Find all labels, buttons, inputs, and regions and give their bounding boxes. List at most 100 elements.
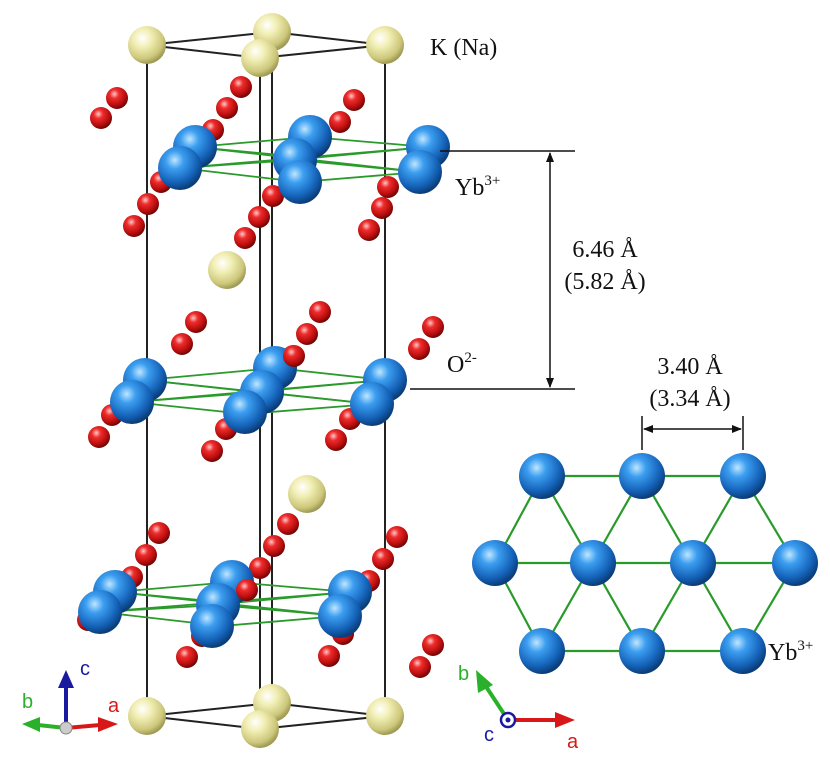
interlayer-distance-value: 6.46 Å [572,237,638,263]
oxygen-atom [201,440,223,462]
oxygen-atom [318,645,340,667]
axis-b-label: b [458,663,469,685]
oxygen-atom [329,111,351,133]
interlayer-distance-alt-value: (5.82 Å) [564,269,645,295]
oxygen-atom [234,227,256,249]
yb-atoms-bottom-layer [78,560,372,648]
oxygen-atom [325,429,347,451]
label-yb-main: Yb3+ [455,173,500,201]
yb-atoms-middle-layer [110,346,407,434]
yb-atom [772,540,818,586]
oxygen-atom [422,316,444,338]
yb-atoms-top-layer [158,115,450,204]
oxygen-atom [88,426,110,448]
axis-c-label: c [484,724,494,746]
oxygen-atom [123,215,145,237]
label-k-na: K (Na) [430,35,497,61]
yb-atom [398,150,442,194]
label-oxygen: O2- [447,350,477,378]
yb-atom [190,604,234,648]
alkali-atom [366,697,404,735]
yb-atom [720,628,766,674]
axis-a-arrowhead [555,712,575,728]
yb-atom [223,390,267,434]
oxygen-atom [386,526,408,548]
oxygen-atom [171,333,193,355]
oxygen-atom [408,338,430,360]
triangular-lattice-inset: 3.40 Å (3.34 Å) [472,354,818,674]
oxygen-atom [371,197,393,219]
axis-c-dot [505,717,511,723]
oxygen-atom [230,76,252,98]
oxygen-atom [296,323,318,345]
oxygen-atom [358,219,380,241]
yb-atom [78,590,122,634]
alkali-atom [128,697,166,735]
yb-atom [570,540,616,586]
yb-atom [318,594,362,638]
interlayer-distance-marker: 6.46 Å (5.82 Å) [410,150,662,390]
oxygen-atom [248,206,270,228]
oxygen-atom [283,345,305,367]
axis-a-label: a [108,695,120,717]
oxygen-atom [409,656,431,678]
alkali-atom [128,26,166,64]
yb-yb-distance-value: 3.40 Å [657,354,723,380]
label-yb-inset: Yb3+ [768,638,813,666]
axis-a-label: a [567,731,579,753]
yb-atom [350,382,394,426]
label-yb-inset-superscript: 3+ [797,638,813,654]
oxygen-atom [148,522,170,544]
label-yb-inset-text: Yb [768,640,797,666]
yb-atom [519,453,565,499]
oxygen-atom [106,87,128,109]
inset-bonds [494,474,796,653]
label-yb-main-text: Yb [455,175,484,201]
label-yb-main-superscript: 3+ [484,173,500,189]
axes-triad-inset: b c a [458,663,579,753]
yb-atom [158,146,202,190]
oxygen-atom [236,579,258,601]
axis-c-label: c [80,658,90,680]
oxygen-atom [372,548,394,570]
yb-atom [720,453,766,499]
oxygen-atom [135,544,157,566]
alkali-atom [208,251,246,289]
axis-b-arrowhead [476,670,493,693]
yb-atom [278,160,322,204]
oxygen-atom [263,535,285,557]
oxygen-atom [277,513,299,535]
yb-yb-distance-alt-value: (3.34 Å) [649,386,730,412]
axis-c-arrowhead [58,670,74,688]
label-oxygen-superscript: 2- [464,350,477,366]
oxygen-atom [262,185,284,207]
alkali-atom [241,39,279,77]
label-oxygen-text: O [447,352,464,378]
yb-atom [472,540,518,586]
inset-yb-atoms [472,453,818,674]
alkali-atoms [128,13,404,748]
oxygen-atom [422,634,444,656]
oxygen-atom [90,107,112,129]
oxygen-atoms-front [236,345,305,601]
yb-atom [619,453,665,499]
axis-a-arrowhead [98,717,118,732]
oxygen-atom [137,193,159,215]
alkali-atom [241,710,279,748]
axis-b-label: b [22,691,33,713]
axis-b-arrowhead [22,717,40,732]
alkali-atom [366,26,404,64]
yb-atom [110,380,154,424]
yb-atom [619,628,665,674]
alkali-atom [288,475,326,513]
oxygen-atom [309,301,331,323]
oxygen-atom [216,97,238,119]
oxygen-atom [249,557,271,579]
axes-triad-main: c b a [22,658,120,735]
axis-origin [59,721,73,735]
oxygen-atom [185,311,207,333]
yb-atom [670,540,716,586]
oxygen-atoms [77,76,444,678]
yb-atom [519,628,565,674]
